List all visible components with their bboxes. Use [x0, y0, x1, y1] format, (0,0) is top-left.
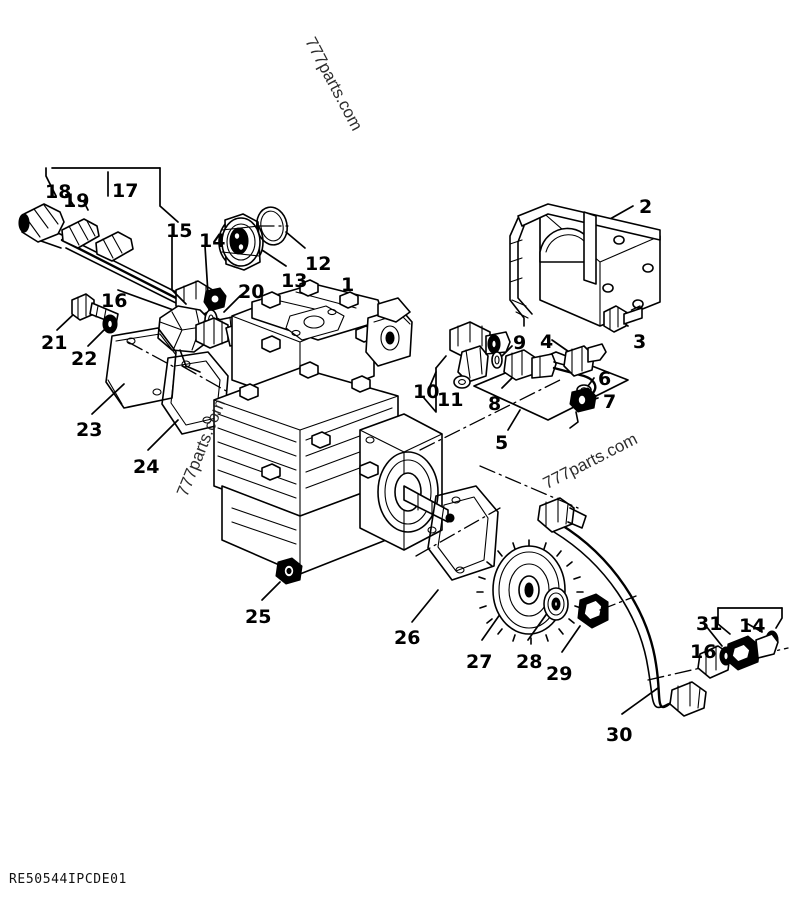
callout-connector: 7 [603, 391, 617, 413]
part-29-nut [561, 593, 637, 653]
callout-hose-fitting-group: 31 [696, 613, 723, 635]
callout-o-ring: 16 [101, 290, 128, 312]
part-8-adapter [501, 349, 597, 404]
callout-o-ring: 11 [437, 389, 464, 411]
part-9-o-ring [491, 345, 513, 369]
callout-cap-screw: 3 [633, 331, 647, 353]
callout-o-ring: 6 [598, 368, 612, 390]
part-1-compressor-body [213, 279, 455, 575]
callout-connector: 20 [238, 281, 265, 303]
part-25-plug [261, 557, 303, 601]
callout-mounting-bracket: 2 [639, 196, 653, 218]
callout-o-ring: 9 [513, 332, 527, 354]
part-number-caption: RE50544IPCDE01 [9, 872, 127, 887]
part-7-connector [569, 387, 599, 429]
callout-nut: 29 [546, 663, 573, 685]
part-31-hose-fitting-group [647, 607, 789, 681]
part-10-elbow-group [423, 321, 511, 413]
part-26-gasket [411, 485, 501, 623]
part-28-washer [527, 587, 569, 641]
callout-o-ring: 16 [690, 641, 717, 663]
callout-gasket-ring: 12 [305, 253, 332, 275]
part-13-governor [218, 213, 287, 271]
callout-washer: 28 [516, 651, 543, 673]
callout-adapter-fitting: 8 [488, 393, 502, 415]
part-22-washer [87, 314, 118, 347]
callout-elbow-group: 10 [413, 381, 440, 403]
callout-o-ring: 19 [63, 190, 90, 212]
callout-hose-assembly-group: 17 [112, 180, 139, 202]
part-2-mounting-bracket [509, 203, 661, 327]
callout-o-ring: 14 [739, 615, 766, 637]
part-30-hose [479, 465, 707, 717]
callout-gasket: 24 [133, 456, 160, 478]
callout-elbow-fitting: 15 [166, 220, 193, 242]
callout-washer: 22 [71, 348, 98, 370]
callout-governor: 13 [281, 270, 308, 292]
part-27-drive-gear [476, 539, 584, 645]
callout-gasket: 26 [394, 627, 421, 649]
callout-tube-assembly-group: 5 [495, 432, 509, 454]
callout-hose: 30 [606, 724, 633, 746]
callout-cap-screw: 21 [41, 332, 68, 354]
part-14-o-ring [204, 245, 218, 331]
callout-air-compressor-body: 1 [341, 274, 355, 296]
callout-elbow-fitting: 4 [540, 331, 554, 353]
part-4-elbow [551, 339, 607, 377]
callout-plug: 25 [245, 606, 272, 628]
callout-cover-plate: 23 [76, 419, 103, 441]
part-3-cap-screw [603, 305, 643, 333]
callout-fitting: 18 [45, 181, 72, 203]
part-12-gasket-ring [256, 206, 306, 249]
callout-o-ring: 14 [199, 230, 226, 252]
callout-drive-gear: 27 [466, 651, 493, 673]
